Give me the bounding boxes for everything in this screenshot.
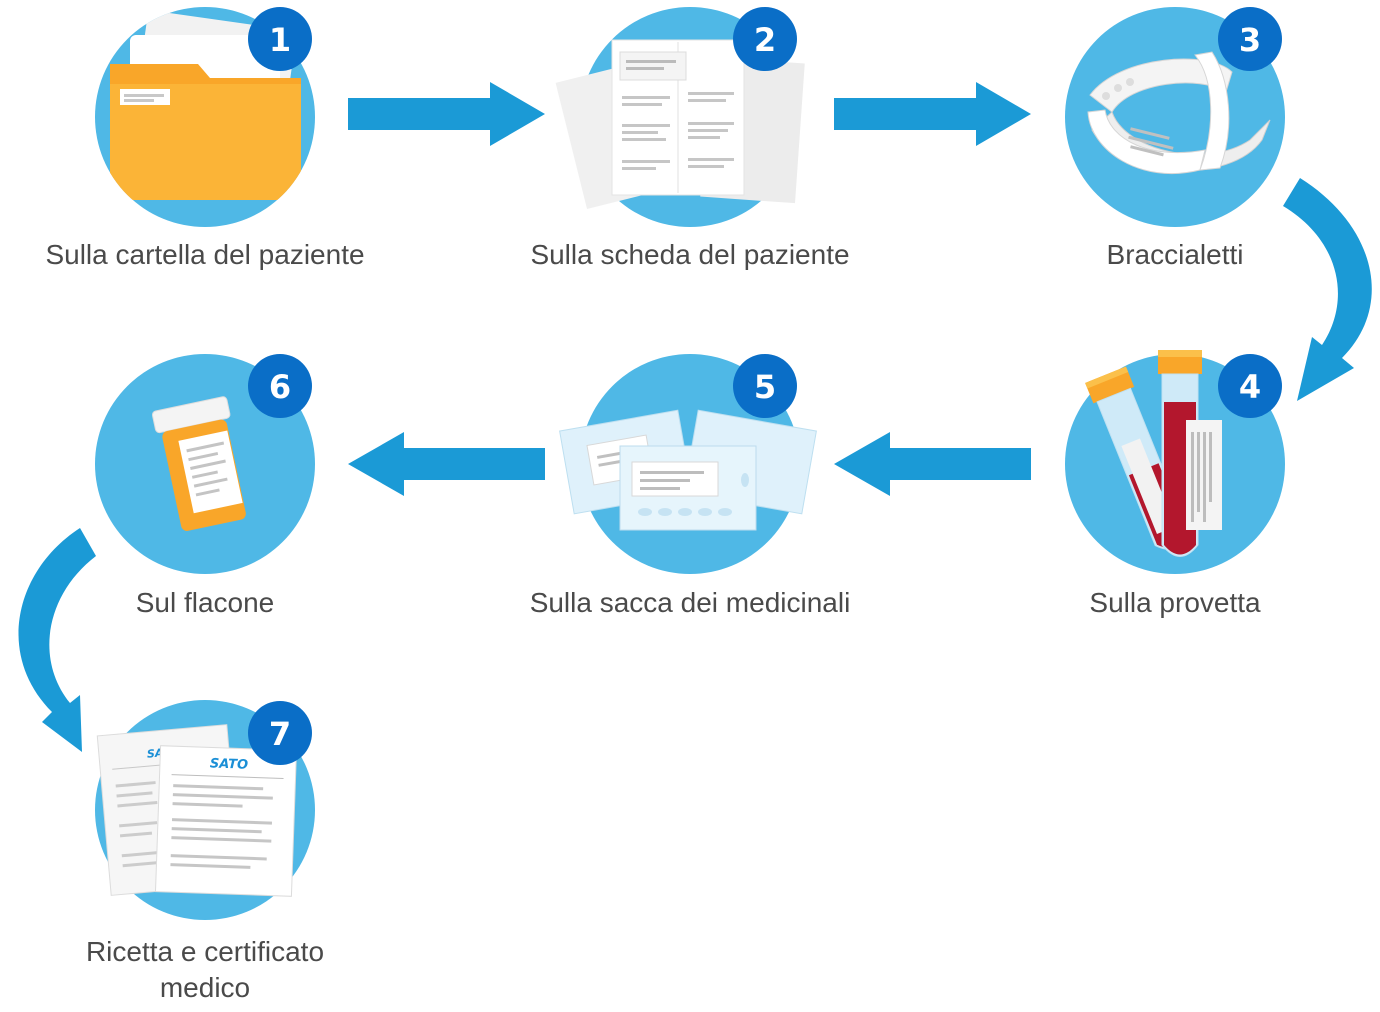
step-5: 5 xyxy=(559,354,817,574)
arrow-5-to-6 xyxy=(348,432,545,496)
arrow-2-to-3 xyxy=(834,82,1031,146)
step-4: 4 xyxy=(1065,350,1285,574)
step-number: 5 xyxy=(754,368,776,406)
step-badge xyxy=(733,7,797,71)
step-7: SATO SATO 7 xyxy=(95,700,315,920)
step-3: 3 xyxy=(1065,7,1285,227)
step-label-3: Braccialetti xyxy=(1106,239,1244,270)
step-number: 6 xyxy=(269,368,291,406)
sato-logo-front: SATO xyxy=(210,756,249,772)
step-badge xyxy=(248,354,312,418)
step-1: 1 xyxy=(95,7,315,227)
step-label-4: Sulla provetta xyxy=(1089,587,1261,618)
prescription-icon: SATO SATO xyxy=(96,724,298,897)
step-badge xyxy=(248,7,312,71)
step-badge xyxy=(248,701,312,765)
arrow-4-to-5 xyxy=(834,432,1031,496)
arrow-6-to-7 xyxy=(18,528,96,752)
step-number: 1 xyxy=(269,21,291,59)
step-label-7: Ricetta e certificato medico xyxy=(85,936,325,1003)
step-number: 3 xyxy=(1239,21,1261,59)
step-label-2: Sulla scheda del paziente xyxy=(530,239,850,270)
step-2: 2 xyxy=(555,7,805,227)
step-badge xyxy=(1218,354,1282,418)
test-tube-icon xyxy=(1085,350,1222,557)
step-number: 2 xyxy=(754,21,776,59)
step-badge xyxy=(733,354,797,418)
step-badge xyxy=(1218,7,1282,71)
arrow-3-to-4 xyxy=(1283,178,1372,401)
step-6: 6 xyxy=(95,354,315,574)
documents-icon xyxy=(555,39,805,209)
wristband-icon xyxy=(1087,51,1271,175)
pill-bottle-icon xyxy=(151,396,246,531)
step-number: 7 xyxy=(269,715,291,753)
step-label-5: Sulla sacca dei medicinali xyxy=(529,587,851,618)
arrow-1-to-2 xyxy=(348,82,545,146)
step-label-6: Sul flacone xyxy=(135,587,275,618)
step-label-1: Sulla cartella del paziente xyxy=(45,239,365,270)
step-number: 4 xyxy=(1239,368,1261,406)
medicine-bag-icon xyxy=(559,409,817,531)
